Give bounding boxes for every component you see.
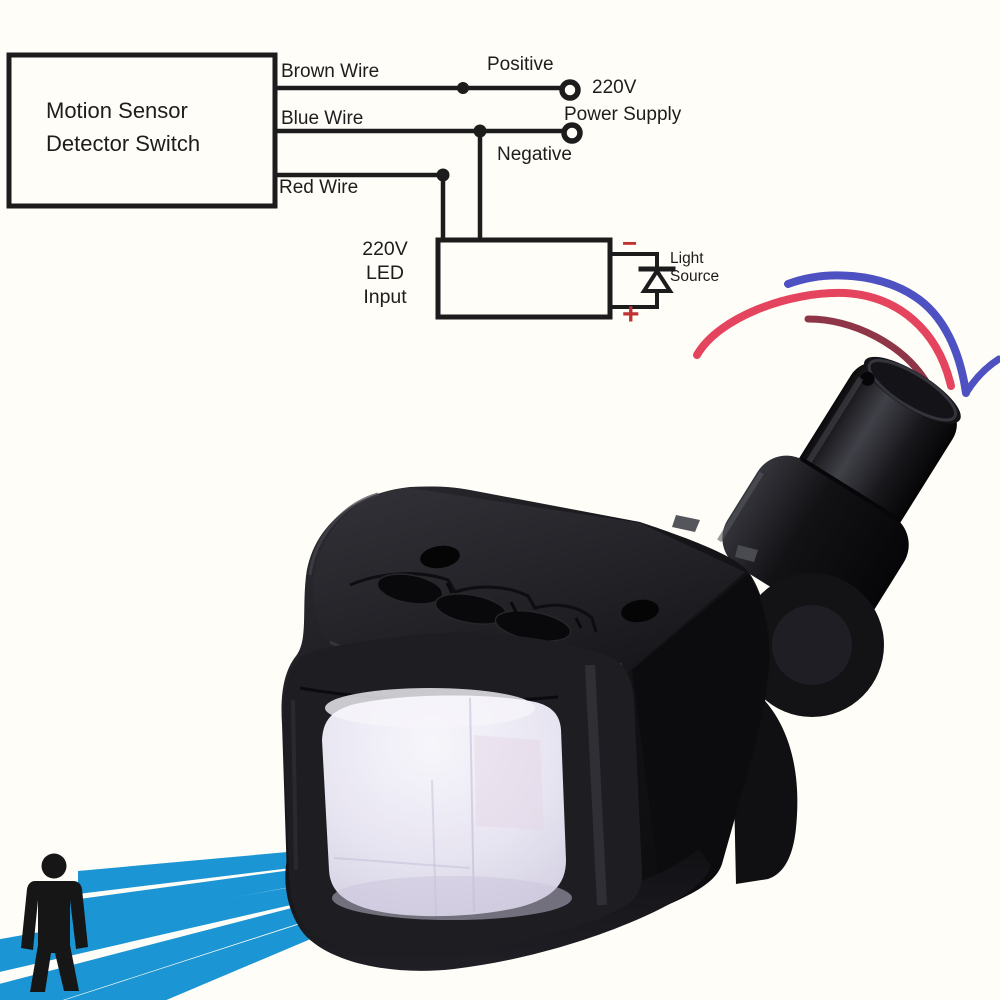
top-left-rim-highlight: [308, 492, 379, 576]
cylinder-end-cap-rim: [867, 358, 958, 422]
device-box-label-line2: Detector Switch: [46, 131, 201, 156]
positive-terminal: [559, 79, 581, 101]
collar-top-highlight: [717, 471, 764, 543]
knob-tick: [445, 582, 454, 594]
cylinder-end-cap: [863, 356, 961, 424]
lens-facet-line: [333, 857, 471, 869]
power-supply-label: Power Supply: [564, 104, 682, 125]
person-silhouette-icon: [21, 853, 88, 992]
bezel-left-highlight: [291, 699, 298, 871]
corner-highlight: [735, 545, 758, 562]
dark-red-lead-wire: [804, 315, 931, 387]
positive-label: Positive: [487, 54, 554, 75]
light-source-label-line1: Light: [670, 250, 704, 267]
blue-wire-label: Blue Wire: [281, 108, 364, 129]
ring-inner: [772, 605, 852, 685]
negative-terminal: [561, 122, 583, 144]
blue-lead-wire-tail: [962, 355, 1000, 397]
supply-voltage-label: 220V: [592, 77, 637, 98]
red-lead-wire: [693, 288, 955, 390]
brown-wire-junction-dot: [457, 82, 469, 94]
person-body: [21, 881, 88, 992]
led-driver-label-line1: 220V: [362, 238, 408, 260]
device-box-label: Motion Sensor Detector Switch: [46, 94, 200, 160]
swivel-cylinder: [717, 356, 961, 628]
sensor-right-face: [632, 574, 770, 902]
lens-top-highlight: [325, 688, 535, 728]
blue-lead-wire: [784, 271, 970, 397]
screw-hole: [420, 545, 460, 569]
fresnel-lens: [322, 688, 572, 920]
lens-facet-line: [469, 697, 475, 913]
beam-stripe: [0, 889, 365, 1000]
cap-notch: [860, 371, 875, 386]
bezel-right-highlight: [585, 664, 607, 906]
lens-pink-tint: [474, 735, 544, 830]
led-driver-label: 220V LED Input: [350, 237, 420, 309]
collar-seam: [800, 457, 901, 522]
person-head: [41, 853, 67, 879]
lens-dome: [322, 695, 566, 917]
screw-hole: [621, 599, 659, 623]
knob-tick: [509, 601, 518, 613]
lens-bottom-shade: [332, 876, 572, 920]
device-box-label-line1: Motion Sensor: [46, 98, 188, 123]
led-driver-label-line2: LED: [366, 262, 404, 284]
red-wire-label: Red Wire: [279, 177, 359, 198]
diode-triangle: [640, 267, 674, 293]
led-driver-label-line3: Input: [363, 286, 407, 308]
negative-label: Negative: [497, 144, 572, 165]
lead-wires: [693, 271, 1000, 397]
light-source-label-line2: Source: [670, 268, 720, 285]
brown-wire-label: Brown Wire: [281, 61, 380, 82]
knob-tick: [574, 617, 583, 629]
wiring-diagram-lines: [6, 52, 676, 320]
beam-stripe: [64, 903, 365, 1000]
motion-sensor-photo: [281, 271, 1000, 971]
minus-polarity-sign: −: [622, 228, 638, 258]
plus-polarity-sign: +: [622, 298, 640, 331]
adjustment-knob: [376, 573, 444, 605]
light-source-label: Light Source: [670, 250, 719, 286]
led-driver-box-outline: [435, 237, 613, 320]
beam-stripe: [0, 874, 365, 972]
corner-highlight: [672, 515, 700, 532]
